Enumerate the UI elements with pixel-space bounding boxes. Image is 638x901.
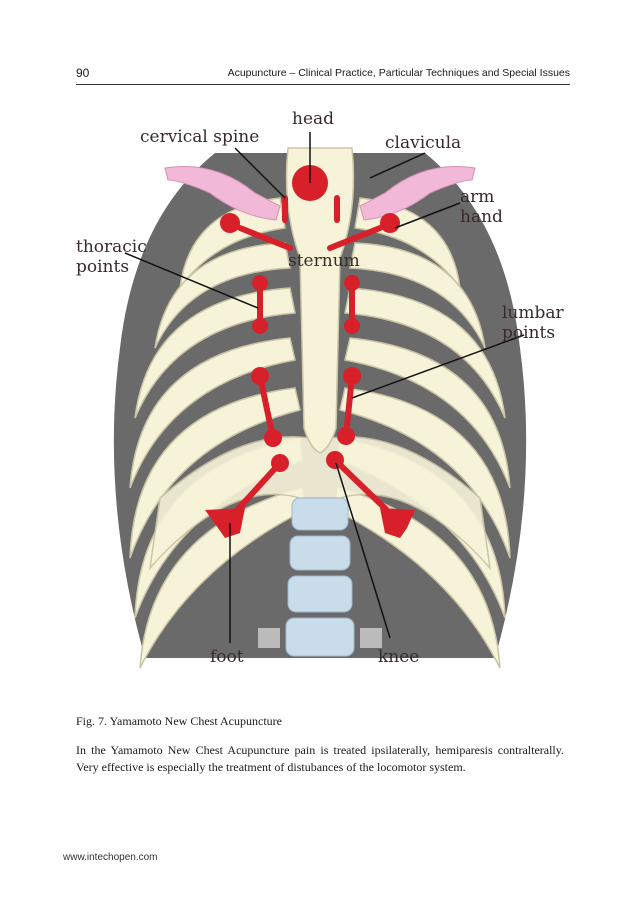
leader-lines [124,132,525,643]
lumbar-left [257,373,276,441]
body-paragraph: In the Yamamoto New Chest Acupuncture pa… [76,743,564,774]
figure-yamamoto-chest: head cervical spine clavicula arm hand t… [40,98,600,698]
label-foot: foot [210,647,244,667]
footer-url: www.intechopen.com [63,852,158,863]
foot-left [205,508,245,538]
spine-shadow-left [258,628,280,648]
clavicle-left [164,165,281,221]
sternum [285,147,355,454]
label-cervical-spine: cervical spine [140,127,259,147]
label-clavicula: clavicula [385,133,461,153]
hand-left [220,213,240,233]
running-title: Acupuncture – Clinical Practice, Particu… [227,67,570,79]
acupoints [205,165,415,538]
page-number: 90 [76,66,90,80]
label-thoracic: thoracic [76,237,147,257]
hand-right [380,213,400,233]
label-head: head [292,109,334,129]
label-knee: knee [378,647,419,667]
figure-caption: Fig. 7. Yamamoto New Chest Acupuncture [76,714,282,728]
lumbar-right [343,373,355,439]
label-arm: arm [460,187,494,207]
page-header: 90 Acupuncture – Clinical Practice, Part… [76,64,570,85]
arm-line-right [327,225,383,251]
label-lumbar: lumbar [502,303,565,323]
label-thoracic-points: points [76,257,129,277]
label-lumbar-points: points [502,323,555,343]
arm-line-left [237,225,293,251]
rib-cage-illustration: head cervical spine clavicula arm hand t… [76,109,565,669]
spine-shadow-right [360,628,382,648]
label-hand: hand [460,207,503,227]
label-sternum: sternum [288,251,360,271]
foot-right [380,508,415,538]
spine [285,497,355,657]
